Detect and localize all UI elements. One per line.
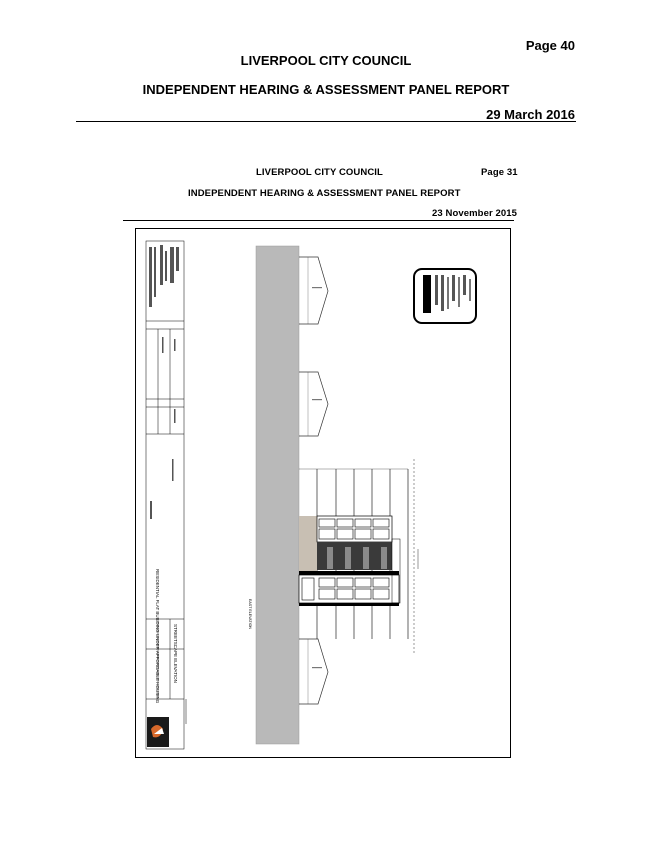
project-title: RESIDENTIAL FLAT BUILDING UNDER AFFORDAB… [155,569,160,704]
logo-icon [147,717,169,747]
inner-header-rule [123,220,514,221]
page-number: Page 40 [525,38,575,53]
roof-hatching [312,287,322,669]
tan-panel [299,516,317,571]
elevation-label: EAST ELEVATION [248,599,252,629]
header-rule [76,121,576,122]
title-block-notes [149,245,179,519]
council-title: LIVERPOOL CITY COUNCIL [240,53,412,68]
drawing-svg: RESIDENTIAL FLAT BUILDING UNDER AFFORDAB… [145,240,477,750]
dimension-lines [413,459,419,654]
inner-council-title: LIVERPOOL CITY COUNCIL [256,167,383,178]
inner-page-number: Page 31 [481,167,518,178]
inner-report-date: 23 November 2015 [432,208,518,219]
sheet-title: STREETSCAPE ELEVATION [173,624,178,683]
inner-report-title: INDEPENDENT HEARING & ASSESSMENT PANEL R… [188,188,461,199]
facade-windows [298,515,401,606]
title-block [145,240,187,750]
report-title: INDEPENDENT HEARING & ASSESSMENT PANEL R… [142,82,510,97]
roof-outlines [299,256,329,705]
report-date: 29 March 2016 [486,107,575,122]
adjacent-building [255,245,300,745]
stamp-icon [413,268,477,324]
architectural-drawing: RESIDENTIAL FLAT BUILDING UNDER AFFORDAB… [135,228,511,758]
